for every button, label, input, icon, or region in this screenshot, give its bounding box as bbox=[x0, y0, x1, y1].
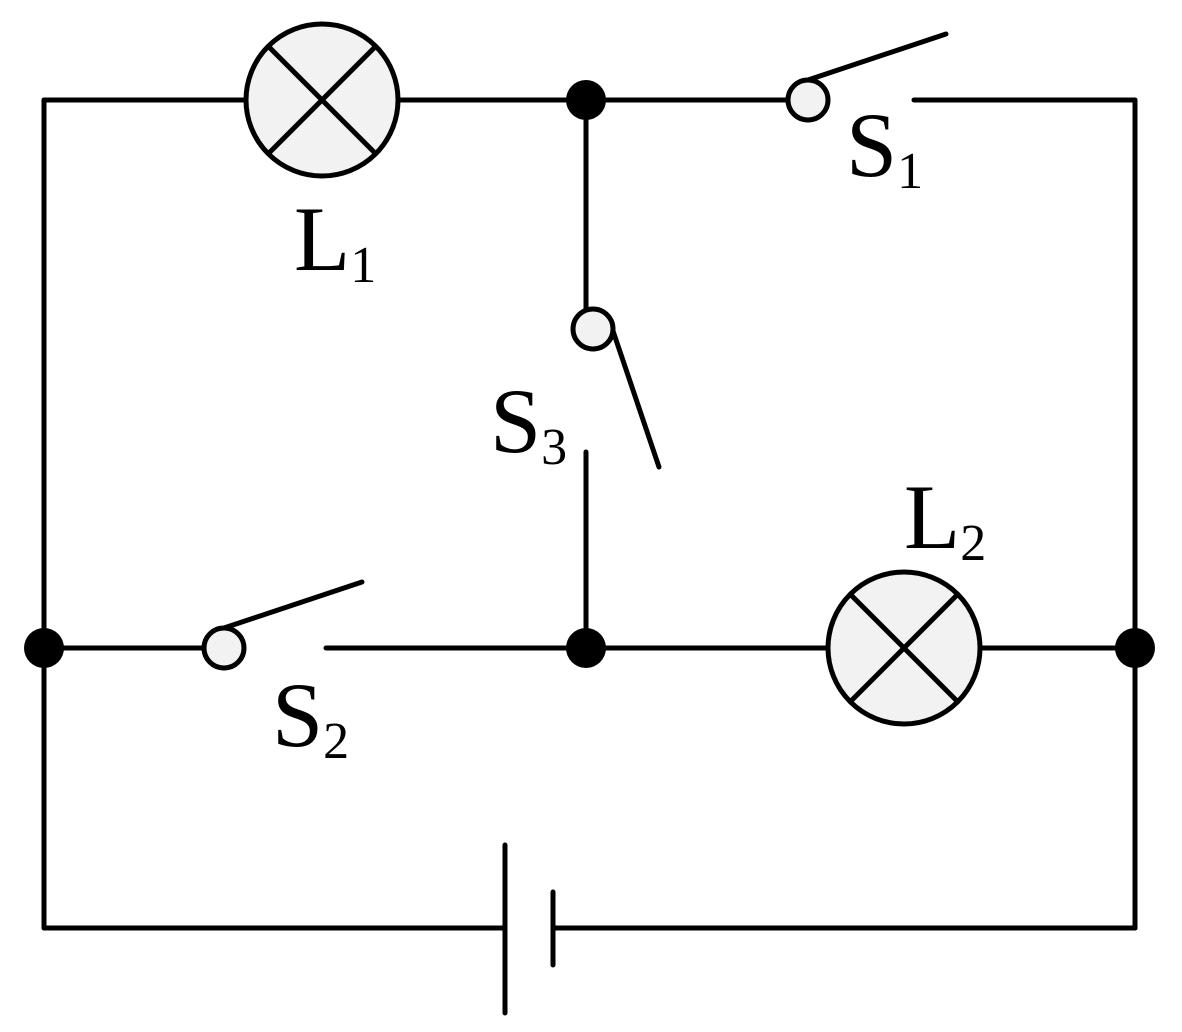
junction-nodes bbox=[24, 80, 1155, 668]
label-s3: S3 bbox=[490, 370, 567, 476]
label-s1: S1 bbox=[846, 94, 923, 200]
junction-left bbox=[24, 628, 64, 668]
junction-right bbox=[1115, 628, 1155, 668]
lamp-l1-cross-b bbox=[266, 44, 378, 156]
battery bbox=[502, 842, 556, 1016]
wires bbox=[41, 97, 1138, 931]
junction-mid-center bbox=[566, 628, 606, 668]
switch-s1 bbox=[785, 31, 949, 123]
lamp-l2-cross-b bbox=[848, 592, 960, 704]
switch-s1-contact bbox=[785, 77, 831, 123]
switch-s1-blade bbox=[805, 31, 949, 83]
label-l2: L2 bbox=[904, 466, 986, 572]
junction-top-center bbox=[566, 80, 606, 120]
label-l1: L1 bbox=[294, 188, 376, 294]
switch-s3-contact bbox=[570, 306, 616, 352]
switch-s3-blade bbox=[609, 325, 662, 470]
lamp-l1 bbox=[243, 21, 401, 179]
label-s2: S2 bbox=[272, 664, 349, 770]
switch-s2-contact bbox=[201, 625, 247, 671]
switch-s2-blade bbox=[221, 579, 365, 631]
switch-s3 bbox=[570, 306, 662, 470]
switch-s2 bbox=[201, 579, 365, 671]
lamp-l2 bbox=[825, 569, 983, 727]
